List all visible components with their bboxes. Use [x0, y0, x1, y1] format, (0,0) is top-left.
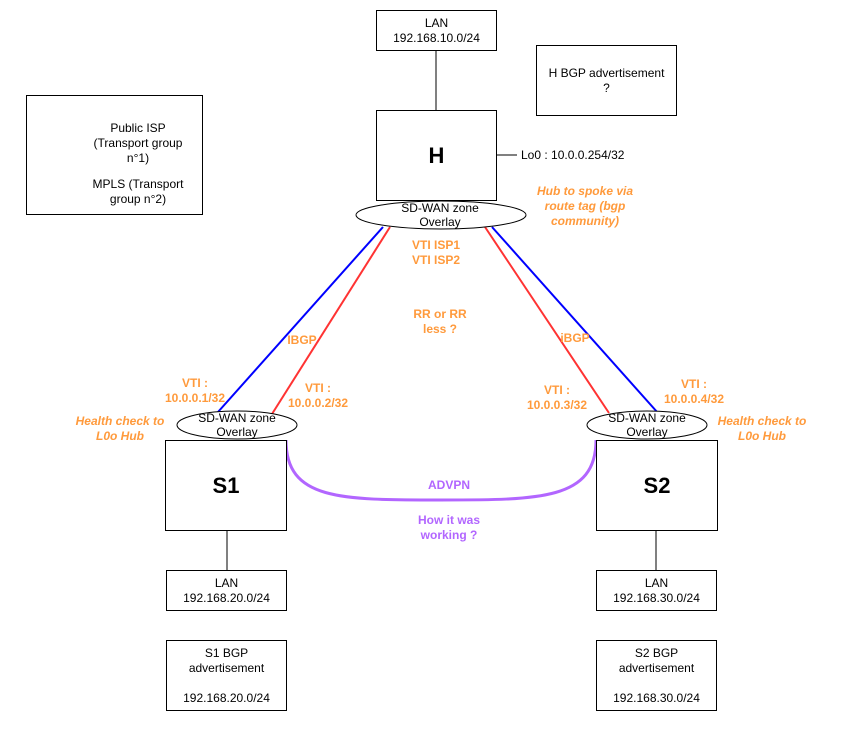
hub-node[interactable]: H: [376, 110, 497, 201]
s1-health-check-note: Health check to L0o Hub: [75, 414, 165, 443]
s2-bgp-subtitle: advertisement: [618, 660, 695, 675]
tunnel-mpls-h-s1: [271, 226, 391, 415]
ibgp-left-label: IBGP: [287, 333, 317, 347]
s1-lan-title: LAN: [214, 575, 239, 590]
s1-lan-box[interactable]: LAN 192.168.20.0/24: [166, 570, 287, 611]
hub-loopback-label: Lo0 : 10.0.0.254/32: [521, 148, 625, 162]
s2-health-check-note: Health check to L0o Hub: [717, 414, 807, 443]
s1-bgp-advertisement-box[interactable]: S1 BGP advertisement 192.168.20.0/24: [166, 640, 287, 711]
s2-bgp-value: 192.168.30.0/24: [613, 690, 700, 705]
s1-zone-ellipse[interactable]: [175, 409, 299, 441]
hub-lan-title: LAN: [424, 15, 449, 30]
legend-isp-label: Public ISP (Transport group n°1): [93, 121, 183, 165]
legend: [26, 95, 203, 215]
s2-node[interactable]: S2: [596, 440, 718, 531]
s2-zone-ellipse[interactable]: [585, 409, 709, 441]
tunnel-isp-h-s2: [491, 226, 659, 414]
s2-lan-title: LAN: [644, 575, 669, 590]
s2-bgp-advertisement-box[interactable]: S2 BGP advertisement 192.168.30.0/24: [596, 640, 717, 711]
s1-lan-subnet: 192.168.20.0/24: [183, 590, 270, 605]
s1-vti-isp-label: VTI : 10.0.0.1/32: [164, 376, 226, 405]
hub-lan-box[interactable]: LAN 192.168.10.0/24: [376, 10, 497, 51]
hub-zone-label: SD-WAN zone Overlay: [401, 201, 479, 229]
advpn-note: How it was working ?: [417, 513, 480, 542]
hub-node-label: H: [428, 143, 445, 168]
s2-node-label: S2: [643, 473, 671, 498]
s1-node-label: S1: [212, 473, 240, 498]
hub-bgp-advertisement-box[interactable]: H BGP advertisement ?: [536, 45, 677, 116]
s2-lan-box[interactable]: LAN 192.168.30.0/24: [596, 570, 717, 611]
s2-bgp-title: S2 BGP: [634, 645, 679, 660]
ibgp-right-label: iBGP: [560, 331, 590, 345]
legend-mpls-label: MPLS (Transport group n°2): [92, 177, 184, 206]
tunnel-mpls-h-s2: [484, 226, 610, 414]
s1-bgp-subtitle: advertisement: [188, 660, 265, 675]
rr-note: RR or RR less ?: [413, 307, 467, 336]
s1-vti-mpls-label: VTI : 10.0.0.2/32: [287, 381, 349, 410]
s2-vti-isp-label: VTI : 10.0.0.4/32: [663, 377, 725, 406]
s2-zone-label: SD-WAN zone Overlay: [608, 411, 686, 439]
s1-node[interactable]: S1: [165, 440, 287, 531]
hub-bgp-value: ?: [603, 80, 610, 95]
hub-route-tag-note: Hub to spoke via route tag (bgp communit…: [536, 184, 634, 228]
hub-zone-ellipse[interactable]: [354, 199, 528, 231]
advpn-label: ADVPN: [427, 478, 470, 492]
s2-lan-subnet: 192.168.30.0/24: [613, 590, 700, 605]
s1-bgp-title: S1 BGP: [204, 645, 249, 660]
hub-lan-subnet: 192.168.10.0/24: [393, 30, 480, 45]
tunnel-isp-h-s1: [217, 226, 384, 413]
hub-bgp-title: H BGP advertisement: [548, 65, 665, 80]
s1-bgp-value: 192.168.20.0/24: [183, 690, 270, 705]
advpn-link: [284, 439, 598, 502]
hub-vti-note: VTI ISP1 VTI ISP2: [411, 238, 461, 267]
s1-zone-label: SD-WAN zone Overlay: [198, 411, 276, 439]
s2-vti-mpls-label: VTI : 10.0.0.3/32: [526, 383, 588, 412]
